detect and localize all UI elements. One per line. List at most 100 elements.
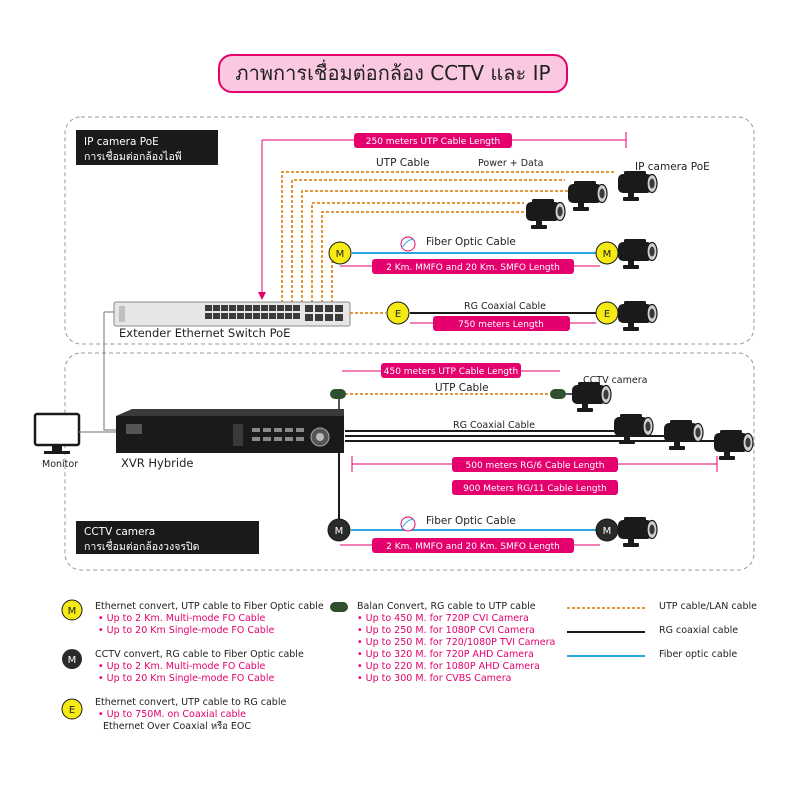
rg11-bar-text: 900 Meters RG/11 Cable Length [463, 484, 607, 494]
utp-cable-4 [311, 202, 524, 303]
ip-coax-label: RG Coaxial Cable [464, 301, 546, 312]
m-yellow-badge-left: M [328, 241, 352, 265]
switch-label: Extender Ethernet Switch PoE [119, 326, 290, 340]
legend-m-black-title: CCTV convert, RG cable to Fiber Optic ca… [95, 649, 304, 660]
legend-e-yellow-title: Ethernet convert, UTP cable to RG cable [95, 697, 286, 708]
legend-key-rg: RG coaxial cable [659, 625, 738, 636]
ip-length-arrowhead [258, 292, 266, 300]
cctv-fiber-bar [372, 538, 574, 553]
ip-fiber-bar [372, 259, 574, 274]
cctv-camera-icon-5 [617, 516, 658, 548]
ip-length-bar-text: 250 meters UTP Cable Length [366, 137, 501, 147]
e-yellow-badge-right: E [595, 301, 619, 325]
rg11-bar [452, 480, 618, 495]
cctv-section-line2: การเชื่อมต่อกล้องวงจรปิด [84, 539, 200, 553]
legend-balun-item-6: • Up to 300 M. for CVBS Camera [357, 673, 511, 684]
legend-e-yellow: E Ethernet convert, UTP cable to RG cabl… [61, 697, 286, 732]
rg6-bar-text: 500 meters RG/6 Cable Length [466, 461, 605, 471]
legend-balun-item-1: • Up to 450 M. for 720P CVI Camera [357, 613, 529, 624]
cctv-camera-icon-2 [613, 413, 654, 445]
legend-key-utp: UTP cable/LAN cable [659, 601, 757, 612]
cctv-utp-label: UTP Cable [435, 382, 489, 394]
monitor-icon [33, 412, 81, 454]
xvr-label: XVR Hybride [121, 456, 193, 470]
ip-camera-icon-3 [525, 198, 566, 230]
ip-camera-icon-5 [617, 300, 658, 332]
svg-text:E: E [69, 705, 75, 716]
balun-right [550, 389, 566, 399]
ip-utp-label: UTP Cable [376, 157, 430, 169]
legend-m-black-item-2: • Up to 20 Km Single-mode FO Cable [98, 673, 274, 684]
legend-balun: Balan Convert, RG cable to UTP cable • U… [330, 601, 555, 684]
title-box [218, 54, 568, 93]
legend-m-yellow-title: Ethernet convert, UTP cable to Fiber Opt… [95, 601, 324, 612]
utp-cable-1 [281, 171, 616, 303]
ip-camera-icon-1 [617, 170, 658, 202]
balun-left [330, 389, 346, 399]
utp-cable-5 [321, 211, 524, 303]
m-yellow-badge-right: M [595, 241, 619, 265]
switch-xvr-link [103, 312, 116, 431]
cctv-camera-icon-4 [713, 429, 754, 461]
ip-fiber-reel-icon [400, 236, 416, 252]
ip-utp-cables [281, 171, 616, 314]
utp-to-m-badge [331, 261, 340, 303]
ip-camera-label: IP camera PoE [635, 161, 710, 173]
cctv-section-frame [64, 352, 755, 571]
cctv-fiber-bar-text: 2 Km. MMFO and 20 Km. SMFO Length [386, 542, 560, 552]
ip-camera-icon-4 [617, 238, 658, 270]
cctv-fiber-label: Fiber Optic Cable [426, 515, 516, 527]
legend-m-black: M CCTV convert, RG cable to Fiber Optic … [62, 649, 304, 684]
legend-m-yellow-item-1: • Up to 2 Km. Multi-mode FO Cable [98, 613, 265, 624]
cctv-camera-icon-1 [571, 381, 612, 413]
legend-balun-item-5: • Up to 220 M. for 1080P AHD Camera [357, 661, 540, 672]
svg-text:M: M [68, 655, 77, 666]
utp-cable-3 [301, 190, 570, 303]
cctv-fiber-reel-icon [400, 516, 416, 532]
legend-balun-title: Balan Convert, RG cable to UTP cable [357, 601, 536, 612]
ip-section-frame [64, 116, 755, 345]
legend-e-yellow-note: Ethernet Over Coaxial หรือ EOC [103, 721, 251, 732]
rg6-bar [452, 457, 618, 472]
legend-m-black-item-1: • Up to 2 Km. Multi-mode FO Cable [98, 661, 265, 672]
cctv-coax-label: RG Coaxial Cable [453, 420, 535, 431]
poe-switch [113, 301, 351, 327]
cctv-camera-label: CCTV camera [583, 375, 647, 386]
cctv-section-line1: CCTV camera [84, 526, 155, 538]
ip-section-line2: การเชื่อมต่อกล้องไอพี [84, 149, 182, 163]
m-black-badge-left: M [327, 518, 351, 542]
cctv-length-bar-text: 450 meters UTP Cable Length [384, 367, 519, 377]
ip-camera-icon-2 [567, 180, 608, 212]
svg-text:M: M [336, 249, 345, 260]
ip-power-label: Power + Data [478, 158, 543, 169]
cctv-camera-icon-3 [663, 419, 704, 451]
utp-cable-2 [291, 179, 565, 303]
ip-length-bar [354, 133, 512, 148]
ip-section-label: IP camera PoE การเชื่อมต่อกล้องไอพี [76, 130, 218, 165]
e-yellow-badge-left: E [386, 301, 410, 325]
svg-text:E: E [395, 309, 401, 320]
ip-fiber-label: Fiber Optic Cable [426, 236, 516, 248]
m-black-badge-right: M [595, 518, 619, 542]
svg-text:M: M [603, 249, 612, 260]
svg-text:M: M [603, 526, 612, 537]
svg-text:E: E [604, 309, 610, 320]
page-title: ภาพการเชื่อมต่อกล้อง CCTV และ IP [235, 59, 550, 85]
legend-m-yellow: M Ethernet convert, UTP cable to Fiber O… [61, 599, 324, 636]
ip-fiber-bar-text: 2 Km. MMFO and 20 Km. SMFO Length [386, 263, 560, 273]
cctv-length-bar [381, 363, 521, 378]
legend-balun-item-3: • Up to 250 M. for 720/1080P TVI Camera [357, 637, 555, 648]
cctv-section-label: CCTV camera การเชื่อมต่อกล้องวงจรปิด [76, 521, 259, 554]
ip-coax-bar [433, 316, 570, 331]
xvr-recorder [116, 409, 344, 453]
legend-m-yellow-item-2: • Up to 20 Km Single-mode FO Cable [98, 625, 274, 636]
title-banner: ภาพการเชื่อมต่อกล้อง CCTV และ IP [218, 54, 568, 93]
cctv-coax-cables [345, 430, 714, 442]
svg-text:M: M [68, 606, 77, 617]
legend-balun-item-2: • Up to 250 M. for 1080P CVI Camera [357, 625, 535, 636]
legend-cable-key: UTP cable/LAN cable RG coaxial cable Fib… [567, 601, 757, 660]
legend-balun-item-4: • Up to 320 M. for 720P AHD Camera [357, 649, 534, 660]
legend-e-yellow-item-1: • Up to 750M. on Coaxial cable [98, 709, 246, 720]
legend-key-fiber: Fiber optic cable [659, 649, 737, 660]
